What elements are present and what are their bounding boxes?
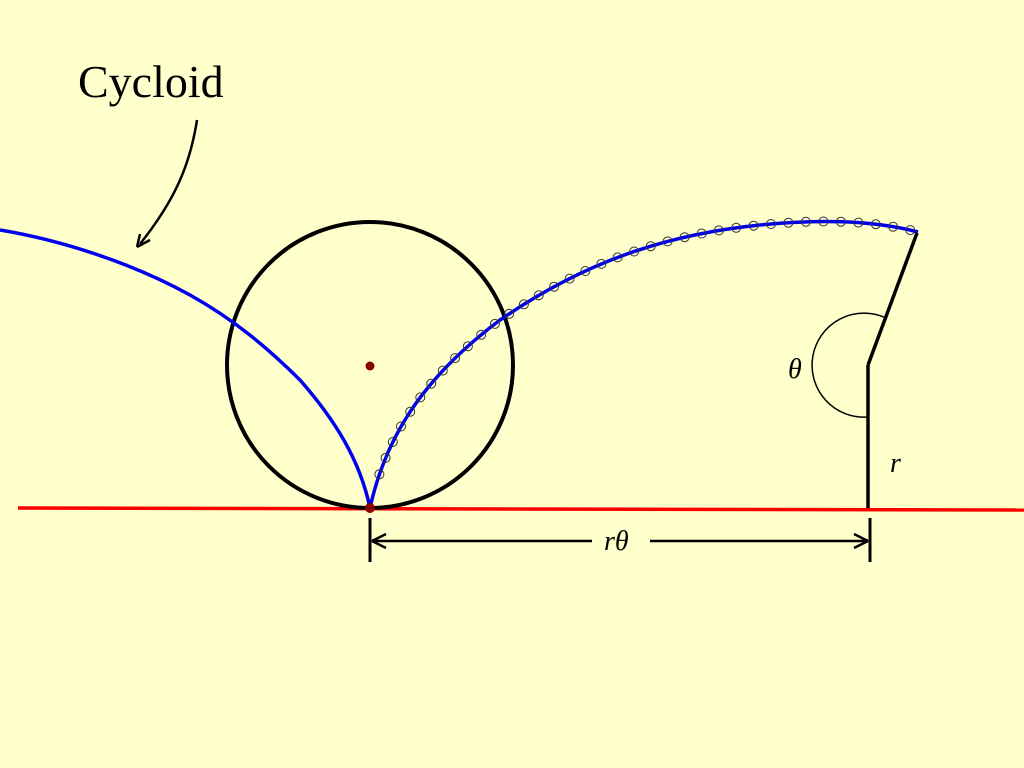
sample-marker <box>396 421 406 432</box>
sample-marker <box>533 290 544 301</box>
sample-marker <box>783 217 794 228</box>
sample-marker <box>731 222 742 233</box>
radius-label: r <box>890 448 901 479</box>
sample-marker <box>888 221 899 232</box>
sample-marker <box>713 225 724 236</box>
sample-marker <box>679 232 690 243</box>
sample-marker <box>387 437 398 447</box>
sample-marker <box>476 329 487 340</box>
annotation-arrow <box>139 119 199 245</box>
sample-marker <box>489 318 500 329</box>
circle-center-dot <box>365 361 375 371</box>
sample-marker <box>596 258 607 269</box>
sample-marker <box>564 273 575 284</box>
sample-marker <box>853 217 864 228</box>
sample-marker <box>380 452 391 463</box>
sample-marker <box>800 216 811 227</box>
sample-marker <box>835 216 846 227</box>
arc-length-dimension <box>368 518 872 562</box>
sample-marker <box>662 236 673 247</box>
annotation-arrowhead <box>135 233 151 249</box>
sample-marker <box>748 220 759 231</box>
sample-marker <box>580 266 591 276</box>
sample-marker <box>415 392 426 403</box>
ground-line <box>17 506 1024 512</box>
sample-marker <box>696 228 707 239</box>
sample-marker <box>450 353 461 364</box>
contact-point-dot <box>365 503 375 513</box>
sample-marker <box>905 225 916 236</box>
sample-marker <box>612 252 623 263</box>
cycloid-sample-markers <box>374 216 916 480</box>
sample-marker <box>645 241 656 252</box>
rotated-radius-line <box>866 232 919 366</box>
theta-label: θ <box>788 354 802 385</box>
sample-marker <box>870 219 881 230</box>
sample-marker <box>426 378 437 389</box>
sample-marker <box>818 216 829 227</box>
diagram-title: Cycloid <box>78 56 224 107</box>
sample-marker <box>462 341 473 352</box>
cycloid-curve-left <box>0 228 372 509</box>
cycloid-curve-right <box>368 219 919 509</box>
sample-marker <box>629 246 640 257</box>
sample-marker <box>549 281 560 292</box>
sample-marker <box>405 406 416 417</box>
sample-marker <box>766 219 776 229</box>
sample-marker <box>374 469 385 480</box>
sample-marker <box>504 308 515 319</box>
angle-arc <box>811 312 887 418</box>
sample-marker <box>437 365 448 376</box>
sample-marker <box>518 299 529 310</box>
arc-length-label: rθ <box>604 526 629 557</box>
